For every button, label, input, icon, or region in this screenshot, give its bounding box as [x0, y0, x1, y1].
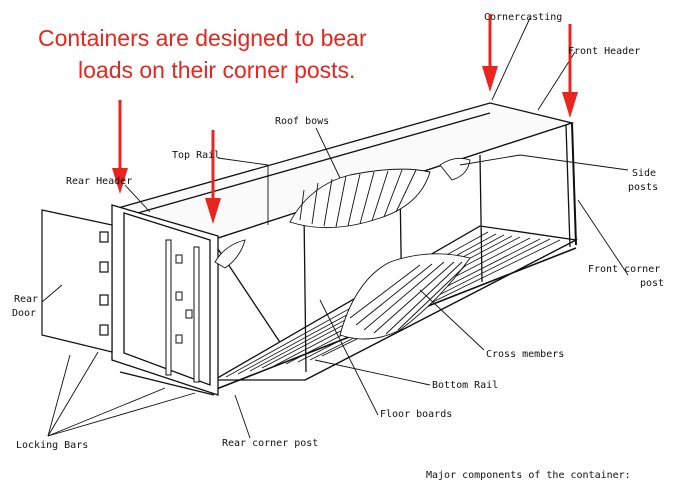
cross-members-cutaway — [339, 253, 471, 340]
label-rear-corner-post: Rear corner post — [222, 438, 319, 449]
label-front-corner-post-1: Front corner — [588, 264, 661, 275]
label-front-corner-post-2: post — [640, 278, 665, 289]
load-arrows — [112, 14, 578, 224]
label-bottom-rail: Bottom Rail — [432, 380, 499, 391]
arrow-corner-casting — [482, 14, 498, 92]
rear-door-shape — [41, 209, 113, 353]
rear-frame — [111, 204, 219, 396]
label-top-rail: Top Rail — [172, 150, 221, 161]
caption: Major components of the container: — [426, 470, 631, 481]
label-rear-door-2: Door — [12, 308, 37, 319]
headline-line-1: Containers are designed to bear — [38, 25, 367, 51]
headline-line-2: loads on their corner posts. — [78, 57, 356, 83]
label-rear-door-1: Rear — [14, 294, 39, 305]
arrow-front-header — [562, 24, 578, 118]
label-front-header: Front Header — [568, 46, 641, 57]
arrow-top-rail — [205, 130, 221, 224]
locking-bar-shapes — [165, 239, 200, 383]
arrow-rear-header — [112, 100, 128, 194]
leader-lines — [41, 17, 629, 439]
label-locking-bars: Locking Bars — [16, 440, 89, 451]
roof-bows-cutaway — [214, 157, 471, 269]
front-corner-post-line — [571, 122, 577, 246]
label-side-posts-1: Side — [632, 168, 657, 179]
label-corner-casting: Cornercasting — [484, 12, 563, 23]
label-cross-members: Cross members — [486, 349, 565, 360]
label-side-posts-2: posts — [628, 182, 659, 193]
label-rear-header: Rear Header — [66, 176, 133, 187]
label-roof-bows: Roof bows — [275, 116, 330, 127]
label-floor-boards: Floor boards — [380, 409, 453, 420]
